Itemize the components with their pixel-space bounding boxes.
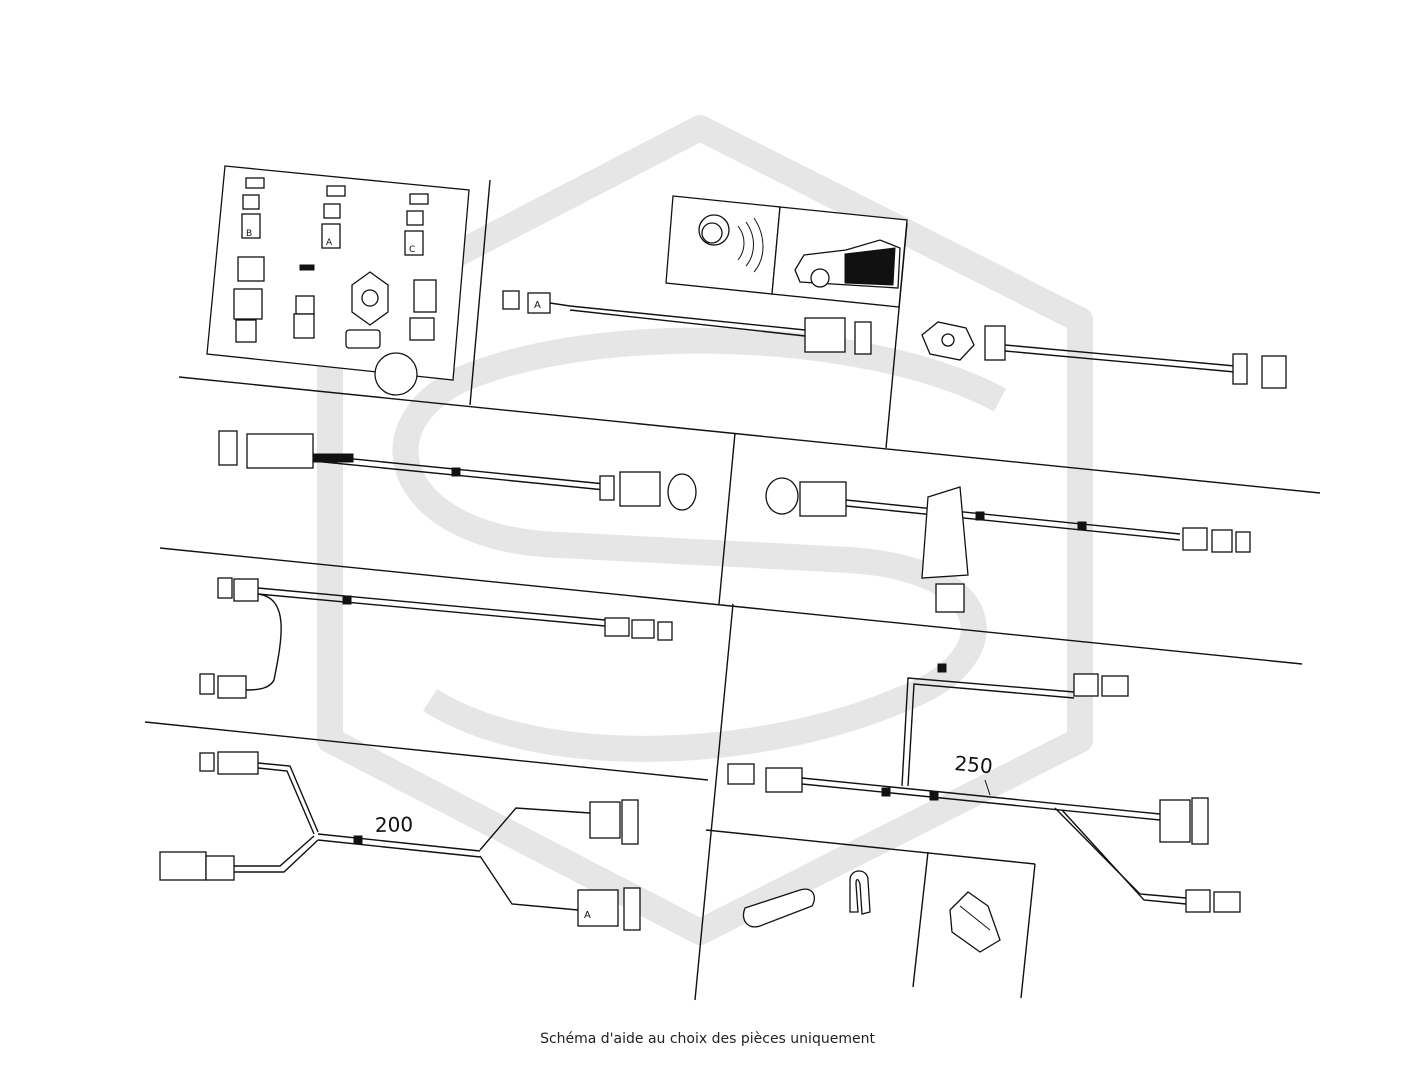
fuse-holder-250 bbox=[765, 767, 803, 793]
plug-right-250 bbox=[1159, 799, 1191, 843]
harness-200: A 200 bbox=[159, 751, 641, 931]
ignition-socket bbox=[799, 481, 847, 517]
plug-lower-right-200 bbox=[577, 889, 619, 927]
multi-pin-plug bbox=[237, 256, 265, 282]
connector-c: C bbox=[404, 193, 429, 256]
harness-lower-left bbox=[199, 577, 673, 699]
connector-a-letter: A bbox=[326, 238, 333, 248]
mounting-bracket bbox=[921, 486, 969, 579]
u-clip bbox=[849, 870, 871, 915]
plug-small-bottom bbox=[199, 673, 215, 695]
inset-sensor-car bbox=[665, 195, 908, 308]
plug-c bbox=[604, 617, 630, 637]
connector-c-letter: C bbox=[409, 245, 415, 255]
multi-socket-200 bbox=[159, 851, 207, 881]
harness-top-middle: A bbox=[502, 290, 872, 355]
edge-trim bbox=[742, 888, 815, 928]
callout-250: 250 bbox=[954, 751, 994, 778]
connector-b-letter: B bbox=[246, 229, 252, 239]
cable-tie-clip bbox=[949, 891, 1001, 953]
socket-boot bbox=[984, 325, 1006, 361]
ring-terminal bbox=[765, 477, 799, 515]
connector-a: A bbox=[321, 185, 346, 249]
bracket-foot bbox=[935, 583, 965, 613]
relay-housing bbox=[233, 288, 263, 320]
relay-base bbox=[235, 319, 257, 343]
connector-b: B bbox=[241, 177, 265, 239]
plug-right-cap bbox=[854, 321, 872, 355]
plug-right bbox=[804, 317, 846, 353]
plug-top-left-200 bbox=[217, 751, 259, 775]
fuse-base bbox=[293, 313, 315, 339]
terminal-housing bbox=[409, 317, 435, 341]
bulkhead bbox=[599, 475, 615, 501]
grommet-disc bbox=[374, 352, 418, 396]
harness-top-right bbox=[921, 321, 1287, 389]
socket-housing bbox=[619, 471, 661, 507]
plug-end bbox=[1232, 353, 1248, 385]
panel-dividers bbox=[144, 179, 1321, 1001]
block-connector-250 bbox=[727, 763, 755, 785]
fuse-block bbox=[295, 295, 315, 315]
harness-middle-right bbox=[765, 477, 1251, 613]
inset-clips bbox=[742, 870, 1001, 953]
harness-middle-left bbox=[218, 430, 697, 511]
end-connector-left bbox=[218, 430, 238, 466]
relay-box bbox=[246, 433, 314, 469]
cover-cap bbox=[345, 329, 381, 349]
plug-small-top bbox=[217, 577, 233, 599]
oval-plug bbox=[667, 473, 697, 511]
plug-upper-right-200 bbox=[589, 801, 621, 839]
footer-note: Schéma d'aide au choix des pièces unique… bbox=[540, 1031, 875, 1047]
plug-lower-letter: A bbox=[584, 910, 591, 921]
pin-plug bbox=[413, 279, 437, 313]
harness-250: 250 bbox=[727, 663, 1241, 913]
pin-receptacle bbox=[1261, 355, 1287, 389]
callout-200: 200 bbox=[375, 812, 414, 837]
fuse-clip bbox=[299, 264, 315, 271]
plug-a-letter: A bbox=[534, 300, 541, 311]
plug-left bbox=[502, 290, 520, 310]
connector-kit-panel: B A C bbox=[206, 165, 470, 396]
plug-right-2 bbox=[1182, 527, 1208, 551]
